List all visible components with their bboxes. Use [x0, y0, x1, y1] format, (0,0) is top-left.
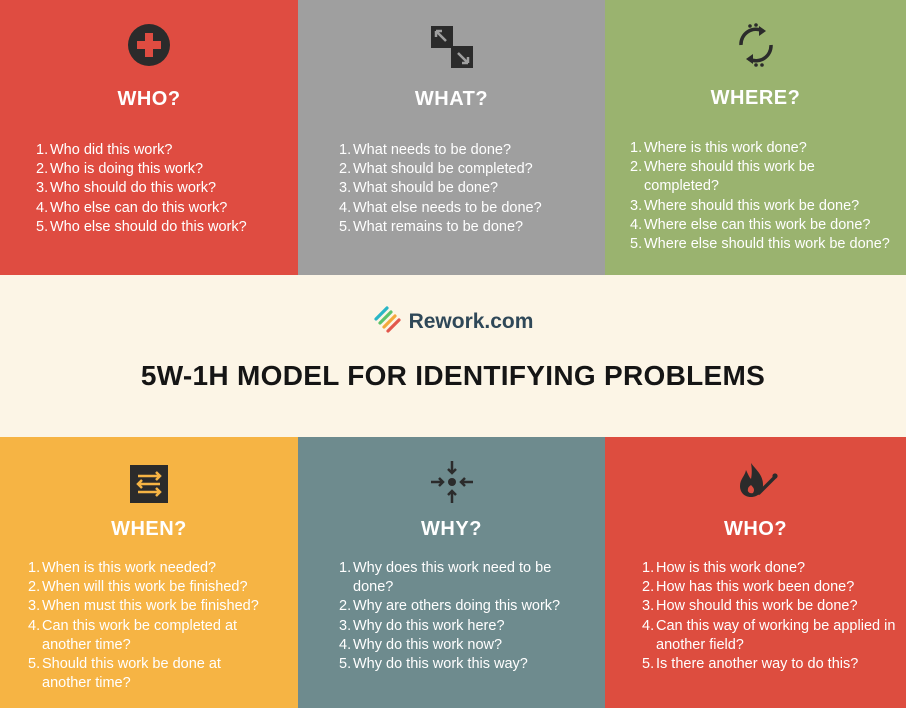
panel-heading: WHO?: [117, 88, 181, 110]
list-item: 2.Who is doing this work?: [36, 161, 204, 178]
question-list: 1.Where is this work done? 2.Where shoul…: [630, 139, 902, 254]
list-item: 5.Why do this work this way?: [339, 656, 528, 673]
list-item: 1.Where is this work done?: [630, 140, 807, 156]
list-item: 5.Who else should do this work?: [36, 218, 247, 235]
refresh-cycle-icon: [733, 22, 779, 68]
question-list: 1.How is this work done? 2.How has this …: [642, 559, 900, 674]
list-item: 4.Where else can this work be done?: [630, 216, 871, 233]
who-panel-top: WHO? 1.Who did this work? 2.Who is doing…: [0, 0, 298, 275]
list-item: 5.Where else should this work be done?: [630, 236, 890, 253]
list-item: 3.How should this work be done?: [642, 598, 858, 615]
panel-heading: WHY?: [421, 518, 482, 540]
panel-heading: WHEN?: [111, 518, 187, 540]
who-panel-bottom: WHO? 1.How is this work done? 2.How has …: [605, 437, 906, 708]
list-item: 2.Where should this work be completed?: [630, 159, 815, 195]
list-item: 4.Who else can do this work?: [36, 199, 228, 216]
list-item: 1.What needs to be done?: [339, 142, 512, 158]
list-item: 5.Is there another way to do this?: [642, 656, 859, 673]
question-list: 1.When is this work needed? 2.When will …: [28, 559, 290, 693]
list-item: 3.Where should this work be done?: [630, 197, 860, 214]
title-banner: Rework.com 5W-1H MODEL FOR IDENTIFYING P…: [0, 275, 906, 437]
rework-logo-icon: [373, 305, 401, 338]
why-panel: WHY? 1.Why does this work need to be don…: [298, 437, 605, 708]
list-item: 1.When is this work needed?: [28, 560, 217, 576]
list-item: 3.Why do this work here?: [339, 617, 505, 634]
brand: Rework.com: [0, 305, 906, 338]
when-panel: WHEN? 1.When is this work needed? 2.When…: [0, 437, 298, 708]
where-panel: WHERE? 1.Where is this work done? 2.Wher…: [605, 0, 906, 275]
plus-circle-icon: [126, 22, 172, 68]
swap-arrows-icon: [126, 461, 172, 507]
list-item: 2.Why are others doing this work?: [339, 598, 561, 615]
page-title: 5W-1H MODEL FOR IDENTIFYING PROBLEMS: [140, 360, 766, 391]
list-item: 1.Who did this work?: [36, 142, 173, 158]
what-panel: WHAT? 1.What needs to be done? 2.What sh…: [298, 0, 605, 275]
panel-heading: WHAT?: [414, 88, 489, 110]
panel-heading: WHERE?: [710, 87, 801, 109]
list-item: 1.How is this work done?: [642, 560, 806, 576]
list-item: 5.What remains to be done?: [339, 218, 524, 235]
panel-heading: WHO?: [723, 518, 788, 540]
list-item: 2.How has this work been done?: [642, 579, 855, 596]
converge-arrows-icon: [429, 459, 475, 505]
list-item: 4.What else needs to be done?: [339, 199, 542, 216]
list-item: 3.When must this work be finished?: [28, 598, 259, 615]
list-item: 5.Should this work be done at another ti…: [28, 656, 221, 692]
brand-name: Rework.com: [408, 309, 534, 333]
list-item: 2.When will this work be finished?: [28, 579, 248, 596]
list-item: 3.What should be done?: [339, 180, 499, 197]
question-list: 1.Why does this work need to be done? 2.…: [339, 559, 601, 674]
question-list: 1.Who did this work? 2.Who is doing this…: [36, 141, 291, 237]
list-item: 3.Who should do this work?: [36, 180, 217, 197]
expand-arrows-icon: [429, 24, 475, 70]
list-item: 4.Why do this work now?: [339, 636, 503, 653]
list-item: 4.Can this work be completed at another …: [28, 617, 238, 653]
match-flame-icon: [733, 459, 779, 505]
list-item: 1.Why does this work need to be done?: [339, 560, 552, 596]
list-item: 2.What should be completed?: [339, 161, 533, 178]
question-list: 1.What needs to be done? 2.What should b…: [339, 141, 599, 237]
list-item: 4.Can this way of working be applied in …: [642, 617, 896, 653]
